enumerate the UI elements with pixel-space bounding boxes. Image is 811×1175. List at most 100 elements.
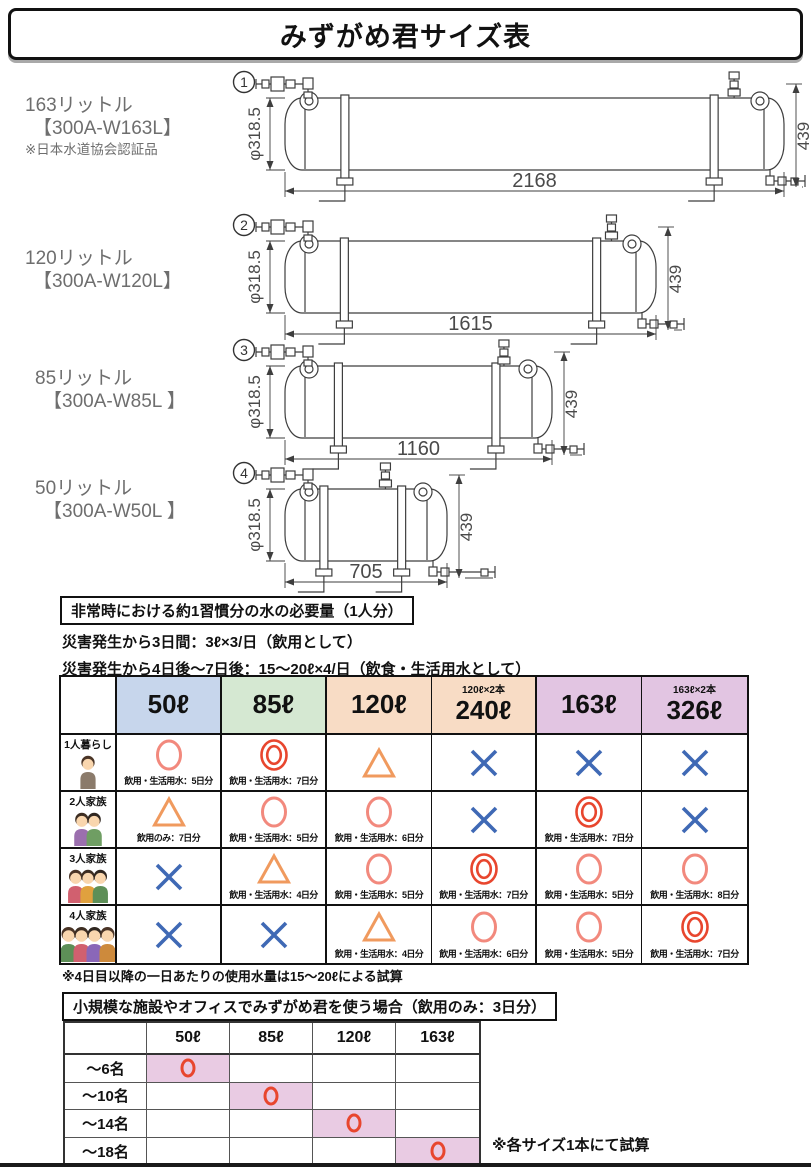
office-row-label: 〜18名 <box>65 1137 147 1165</box>
symbol-double-circle-icon <box>469 852 498 885</box>
tank-diagram: φ318.5 439 2168 1 <box>230 66 811 209</box>
symbol-wrap <box>361 792 397 831</box>
size-table-cell: 飲用・生活用水：5日分 <box>537 849 642 906</box>
symbol-double-circle-icon <box>680 910 709 943</box>
symbol-cross-icon <box>575 749 603 776</box>
symbol-wrap <box>361 735 397 790</box>
office-people-count: 〜10名 <box>82 1088 129 1106</box>
symbol-cross-icon <box>155 921 182 948</box>
household-label: 1人暮らし <box>64 739 112 751</box>
office-table-cell <box>230 1055 313 1083</box>
size-table-cell <box>432 735 537 792</box>
symbol-triangle-icon <box>361 910 397 941</box>
symbol-circle-icon <box>366 853 392 884</box>
symbol-cross-icon <box>155 863 182 890</box>
office-mark-icon <box>430 1141 445 1161</box>
person-illustration <box>80 755 96 790</box>
tank-model-label: 【300A-W120L】 <box>33 270 182 292</box>
symbol-wrap <box>571 792 607 831</box>
svg-text:1: 1 <box>240 74 248 90</box>
cell-caption: 飲用・生活用水：7日分 <box>650 949 739 959</box>
cell-caption: 飲用・生活用水：5日分 <box>334 890 424 900</box>
symbol-wrap <box>466 735 502 790</box>
symbol-circle-icon <box>155 739 182 770</box>
symbol-wrap <box>466 792 502 847</box>
office-table-cell <box>147 1082 230 1110</box>
office-header-cell: 85ℓ <box>230 1023 313 1055</box>
symbol-triangle-icon <box>151 795 186 826</box>
size-table-corner-cell <box>61 677 117 735</box>
size-table-cell <box>117 849 222 906</box>
size-table-cell <box>222 906 327 963</box>
symbol-circle-icon <box>576 853 602 884</box>
office-header-cell: 50ℓ <box>147 1023 230 1055</box>
svg-text:439: 439 <box>457 513 476 541</box>
svg-text:φ318.5: φ318.5 <box>245 250 264 304</box>
svg-text:φ318.5: φ318.5 <box>245 107 264 161</box>
size-table-row-label: 1人暮らし <box>61 735 117 792</box>
emergency-info-section: 非常時における約1習慣分の水の必要量（1人分） 災害発生から3日間：3ℓ×3/日… <box>60 596 760 679</box>
cell-caption: 飲用・生活用水：5日分 <box>544 949 634 959</box>
symbol-wrap <box>151 792 187 831</box>
office-table-cell <box>230 1082 313 1110</box>
person-illustration <box>61 927 115 962</box>
symbol-cross-icon <box>470 806 497 833</box>
symbol-wrap <box>466 849 502 888</box>
household-label: 4人家族 <box>69 910 107 922</box>
size-table-header-cell: 50ℓ <box>117 677 222 735</box>
cell-caption: 飲用・生活用水：7日分 <box>229 776 318 786</box>
cell-caption: 飲用・生活用水：5日分 <box>124 776 213 786</box>
office-mark-icon <box>346 1113 362 1133</box>
svg-text:439: 439 <box>794 122 811 150</box>
symbol-wrap <box>256 792 292 831</box>
symbol-cross-icon <box>470 749 497 776</box>
size-table-cell: 飲用・生活用水：5日分 <box>222 792 327 849</box>
office-table-note: ※各サイズ1本にて試算 <box>492 1137 650 1154</box>
symbol-cross-icon <box>260 921 287 948</box>
size-table-footnote: ※4日目以降の一日あたりの使用水量は15〜20ℓによる試算 <box>62 969 403 984</box>
svg-text:φ318.5: φ318.5 <box>245 375 264 429</box>
size-table-cell: 飲用・生活用水：8日分 <box>642 849 747 906</box>
symbol-wrap <box>256 906 292 963</box>
size-table-row-label: 2人家族 <box>61 792 117 849</box>
symbol-cross-icon <box>681 806 708 833</box>
symbol-wrap <box>256 849 292 888</box>
size-table-cell <box>642 735 747 792</box>
tank-model-label: 【300A-W163L】 <box>33 117 182 139</box>
size-table-header-cell: 163ℓ <box>537 677 642 735</box>
tank-capacity-label: 163リットル <box>25 95 133 116</box>
tank-number-icon: 2 <box>232 213 256 237</box>
size-table-cell <box>537 735 642 792</box>
symbol-wrap <box>151 906 187 963</box>
page-title: みずがめ君サイズ表 <box>8 8 803 60</box>
symbol-wrap <box>151 735 187 774</box>
size-table-header-cell: 85ℓ <box>222 677 327 735</box>
symbol-wrap <box>677 792 713 847</box>
symbol-wrap <box>151 849 187 904</box>
size-table-cell: 飲用・生活用水：5日分 <box>327 849 432 906</box>
symbol-wrap <box>361 906 397 947</box>
emergency-heading: 非常時における約1習慣分の水の必要量（1人分） <box>60 596 414 625</box>
svg-text:439: 439 <box>666 265 685 293</box>
symbol-wrap <box>361 849 397 888</box>
symbol-circle-icon <box>366 796 392 827</box>
office-table-cell <box>313 1055 396 1083</box>
svg-text:2168: 2168 <box>512 170 557 192</box>
size-table-cell <box>327 735 432 792</box>
emergency-line-1: 災害発生から3日間：3ℓ×3/日（飲用として） <box>62 634 362 651</box>
office-table-cell <box>147 1137 230 1165</box>
size-table-cell <box>642 792 747 849</box>
svg-text:2: 2 <box>240 217 248 233</box>
symbol-wrap <box>677 906 713 947</box>
tank-label: 85リットル【300A-W85L 】 <box>35 368 186 414</box>
office-table-cell <box>313 1110 396 1138</box>
size-table-cell <box>117 906 222 963</box>
office-table-cell <box>147 1110 230 1138</box>
symbol-wrap <box>677 735 713 790</box>
